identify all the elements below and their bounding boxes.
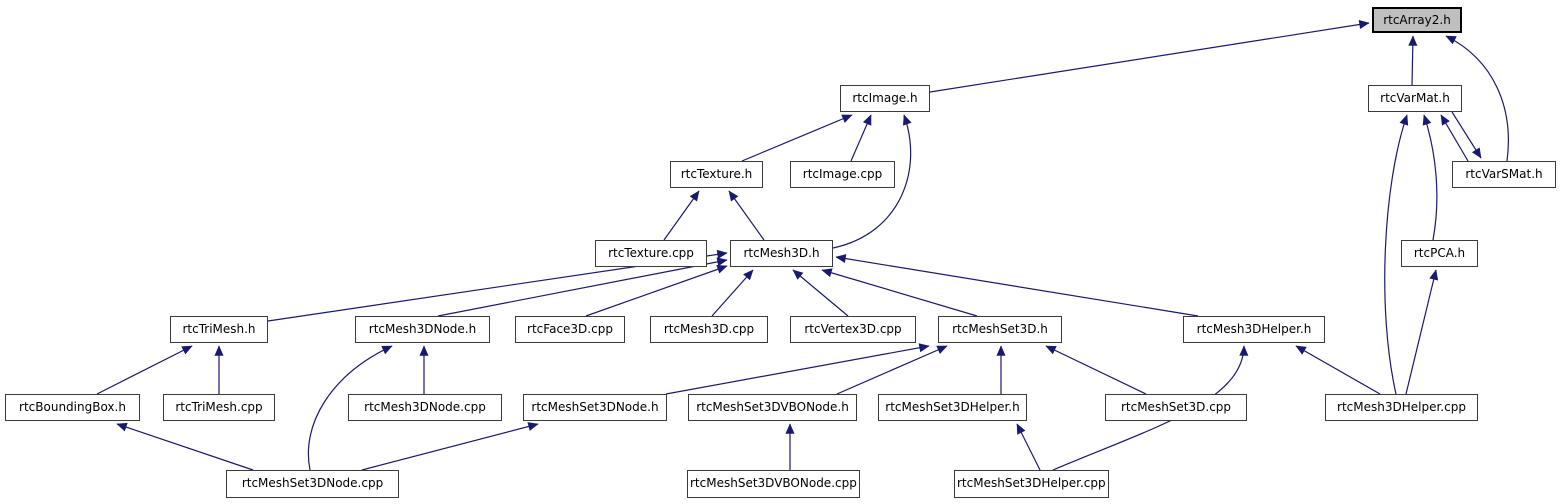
dependency-arrow-rtcMesh3DHelper-h-to-rtcMesh3D-h <box>835 254 1199 317</box>
graph-node-rtcVarMat-h[interactable]: rtcVarMat.h <box>1368 85 1462 112</box>
graph-node-rtcMesh3DNode-cpp[interactable]: rtcMesh3DNode.cpp <box>348 394 502 421</box>
graph-node-rtcPCA-h[interactable]: rtcPCA.h <box>1401 240 1478 267</box>
dependency-arrow-rtcVarSMat-h-to-rtcVarMat-h <box>1440 114 1469 162</box>
graph-node-rtcMesh3D-cpp[interactable]: rtcMesh3D.cpp <box>650 316 768 343</box>
dependency-arrow-rtcMeshSet3DNode-h-to-rtcMeshSet3D-h <box>665 343 930 395</box>
dependency-arrow-rtcVertex3D-cpp-to-rtcMesh3D-h <box>792 269 849 317</box>
dependency-arrow-rtcMeshSet3DNode-cpp-to-rtcMeshSet3DNode-h <box>361 422 539 471</box>
graph-node-rtcMesh3DNode-h[interactable]: rtcMesh3DNode.h <box>355 316 490 343</box>
dependency-arrow-rtcMeshSet3DNode-cpp-to-rtcBoundingBox-h <box>116 422 254 471</box>
dependency-arrow-rtcMeshSet3D-cpp-to-rtcMeshSet3D-h <box>1045 345 1147 395</box>
dependency-arrow-rtcImage-cpp-to-rtcImage-h <box>850 114 872 162</box>
graph-node-rtcMeshSet3DVBONode-h[interactable]: rtcMeshSet3DVBONode.h <box>688 394 857 421</box>
dependency-arrow-rtcVarMat-h-to-rtcArray2-h <box>1408 35 1418 86</box>
dependency-arrow-rtcMeshSet3DVBONode-h-to-rtcMeshSet3D-h <box>836 345 948 395</box>
graph-node-rtcVarSMat-h[interactable]: rtcVarSMat.h <box>1452 161 1556 188</box>
dependency-arrow-rtcMesh3DNode-h-to-rtcMesh3D-h <box>437 257 728 317</box>
graph-node-rtcMeshSet3DHelper-h[interactable]: rtcMeshSet3DHelper.h <box>878 394 1027 421</box>
graph-node-rtcMesh3DHelper-h[interactable]: rtcMesh3DHelper.h <box>1183 316 1325 343</box>
dependency-arrow-rtcImage-h-to-rtcArray2-h <box>929 20 1370 93</box>
graph-node-rtcBoundingBox-h[interactable]: rtcBoundingBox.h <box>5 394 140 421</box>
graph-node-rtcFace3D-cpp[interactable]: rtcFace3D.cpp <box>515 316 625 343</box>
graph-node-rtcTriMesh-h[interactable]: rtcTriMesh.h <box>170 316 268 343</box>
dependency-arrow-rtcPCA-h-to-rtcVarMat-h <box>1422 114 1438 241</box>
graph-node-rtcMeshSet3DHelper-cpp[interactable]: rtcMeshSet3DHelper.cpp <box>954 470 1109 498</box>
graph-node-rtcImage-cpp[interactable]: rtcImage.cpp <box>790 161 895 188</box>
graph-node-rtcMesh3DHelper-cpp[interactable]: rtcMesh3DHelper.cpp <box>1325 394 1478 421</box>
graph-node-rtcMesh3D-h[interactable]: rtcMesh3D.h <box>730 240 833 267</box>
graph-node-rtcMeshSet3D-cpp[interactable]: rtcMeshSet3D.cpp <box>1105 394 1247 421</box>
graph-node-rtcArray2-h: rtcArray2.h <box>1372 7 1462 33</box>
dependency-arrow-rtcMesh3D-h-to-rtcImage-h <box>832 114 912 249</box>
dependency-arrow-rtcFace3D-cpp-to-rtcMesh3D-h <box>585 264 728 317</box>
dependency-arrow-rtcMesh3DHelper-cpp-to-rtcVarMat-h <box>1384 114 1409 395</box>
graph-node-rtcMeshSet3D-h[interactable]: rtcMeshSet3D.h <box>938 316 1062 343</box>
dependency-arrow-rtcTexture-cpp-to-rtcTexture-h <box>663 190 700 241</box>
graph-node-rtcMeshSet3DNode-cpp[interactable]: rtcMeshSet3DNode.cpp <box>226 470 399 498</box>
dependency-arrow-rtcMesh3DHelper-cpp-to-rtcMesh3DHelper-h <box>1295 345 1381 395</box>
dependency-arrow-rtcVarMat-h-to-rtcVarSMat-h <box>1451 111 1482 159</box>
dependency-arrow-rtcMesh3D-h-to-rtcTexture-h <box>728 190 765 241</box>
dependency-arrow-rtcMeshSet3DNode-cpp-to-rtcMesh3DNode-h <box>307 345 393 471</box>
graph-node-rtcTriMesh-cpp[interactable]: rtcTriMesh.cpp <box>163 394 275 421</box>
graph-node-rtcVertex3D-cpp[interactable]: rtcVertex3D.cpp <box>790 316 916 343</box>
graph-node-rtcTexture-cpp[interactable]: rtcTexture.cpp <box>595 240 707 267</box>
dependency-arrow-rtcBoundingBox-h-to-rtcTriMesh-h <box>96 345 193 395</box>
graph-node-rtcMeshSet3DNode-h[interactable]: rtcMeshSet3DNode.h <box>523 394 667 421</box>
dependency-arrow-rtcTexture-h-to-rtcImage-h <box>741 114 853 162</box>
dependency-arrow-rtcMeshSet3DHelper-cpp-to-rtcMeshSet3DHelper-h <box>1016 423 1041 471</box>
dependency-arrow-rtcMesh3D-cpp-to-rtcMesh3D-h <box>711 269 754 317</box>
dependency-arrow-rtcMesh3DHelper-cpp-to-rtcPCA-h <box>1405 269 1439 395</box>
graph-node-rtcImage-h[interactable]: rtcImage.h <box>840 85 930 112</box>
graph-node-rtcMeshSet3DVBONode-cpp[interactable]: rtcMeshSet3DVBONode.cpp <box>687 470 860 498</box>
dependency-arrow-rtcMeshSet3D-h-to-rtcMesh3D-h <box>821 268 978 317</box>
dependency-arrow-rtcVarSMat-h-to-rtcArray2-h <box>1445 35 1509 162</box>
graph-node-rtcTexture-h[interactable]: rtcTexture.h <box>670 161 763 188</box>
